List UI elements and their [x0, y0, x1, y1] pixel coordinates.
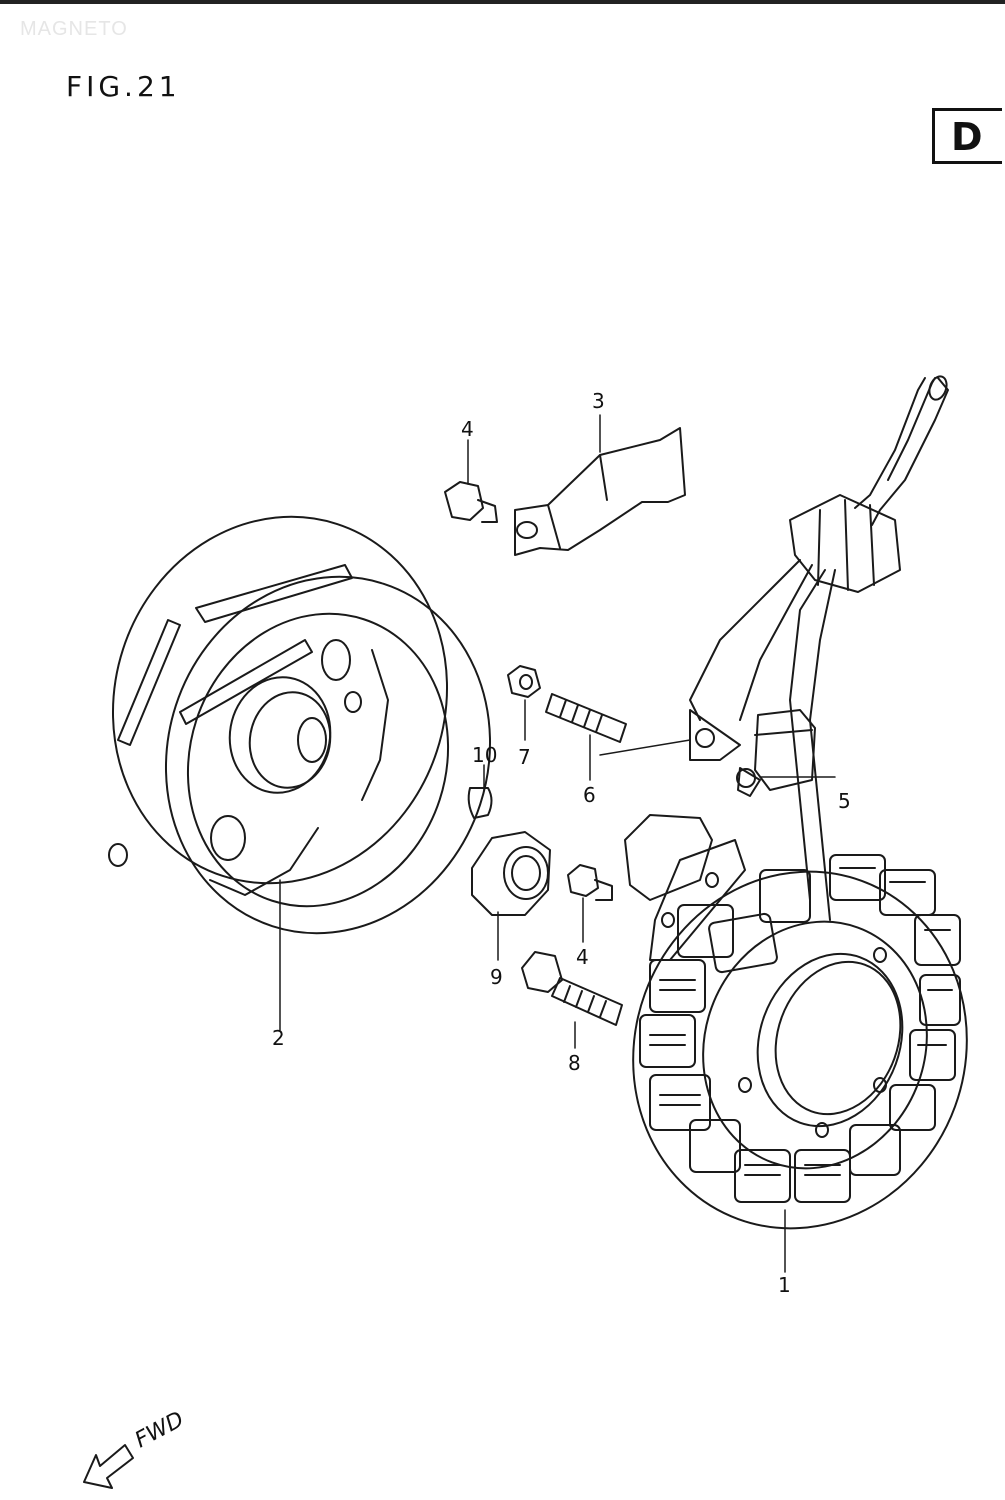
callout-part-2: 2	[272, 1026, 285, 1050]
flywheel-nut	[471, 831, 551, 916]
forward-label: FWD	[131, 1407, 188, 1453]
forward-arrow-icon	[83, 1444, 134, 1489]
section-letter-badge: D	[932, 108, 1002, 164]
callout-part-7: 7	[518, 745, 531, 769]
wire-clamp-bracket	[514, 427, 686, 556]
stud-bolt	[545, 693, 627, 743]
top-border-line	[0, 0, 1005, 4]
callout-part-6: 6	[583, 783, 596, 807]
callout-part-1: 1	[778, 1273, 791, 1297]
woodruff-key	[467, 787, 493, 819]
callout-labels: 3 4 7 6 10 5 9 4 8 2 1	[272, 389, 851, 1297]
screw-upper	[444, 481, 498, 523]
flywheel-rotor	[108, 515, 492, 935]
figure-label: FIG.21	[66, 70, 181, 103]
callout-part-9: 9	[490, 965, 503, 989]
callout-part-5: 5	[838, 789, 851, 813]
section-name: MAGNETO	[20, 18, 128, 40]
callout-part-4-lower: 4	[576, 945, 589, 969]
leader-lines	[279, 414, 836, 1273]
callout-part-10: 10	[472, 743, 497, 767]
callout-part-3: 3	[592, 389, 605, 413]
stator-assembly	[632, 375, 968, 1230]
cap-bolt	[521, 951, 623, 1026]
nut-small	[507, 665, 541, 698]
forward-direction-indicator: FWD	[83, 1407, 188, 1489]
callout-part-8: 8	[568, 1051, 581, 1075]
screw-lower	[567, 864, 613, 901]
callout-part-4-upper: 4	[461, 417, 474, 441]
